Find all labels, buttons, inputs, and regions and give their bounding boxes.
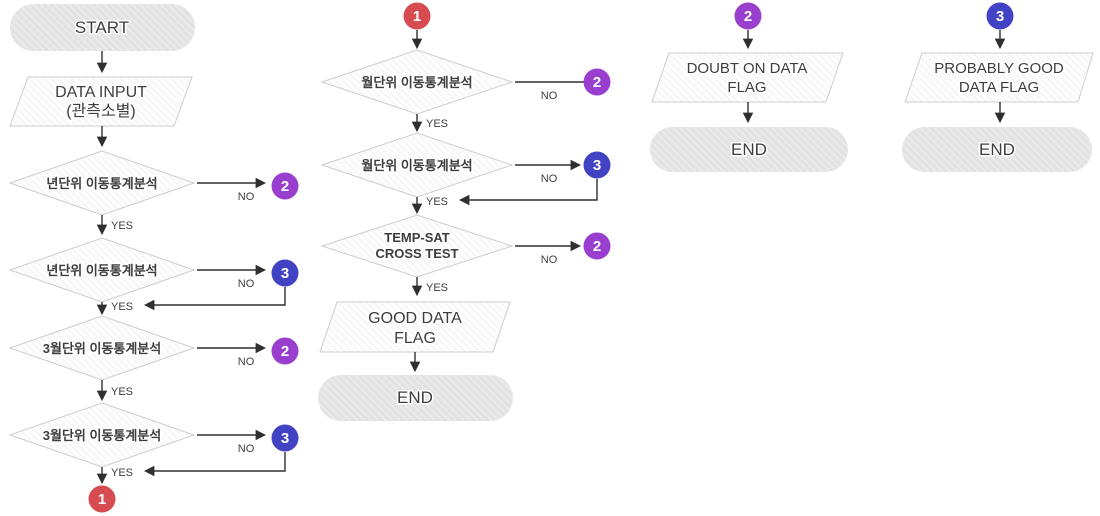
good-data-flag-io <box>319 301 511 353</box>
decision-yearly-2 <box>8 237 196 303</box>
no-label: NO <box>238 356 255 368</box>
end-terminator <box>318 375 513 421</box>
connector-3-number: 3 <box>996 8 1004 25</box>
no-label: NO <box>541 90 558 102</box>
return-arrow-3 <box>458 179 598 206</box>
doubt-flag-line1: DOUBT ON DATA <box>687 60 808 77</box>
connector-3-number: 3 <box>593 157 601 174</box>
probably-good-flag-line1: PROBABLY GOOD <box>934 60 1064 77</box>
decision-3month-2-label: 3월단위 이동통계분석 <box>43 428 161 443</box>
decision-cross-test <box>320 214 514 278</box>
start-terminator <box>10 4 195 51</box>
no-label: NO <box>238 191 255 203</box>
data-input-line2: (관측소별) <box>66 102 136 120</box>
decision-3month-2 <box>8 402 196 468</box>
start-label: START <box>75 18 129 37</box>
connector-2-hatch <box>271 172 299 200</box>
connector-1-number: 1 <box>98 491 106 508</box>
decision-monthly-1-label: 월단위 이동통계분석 <box>361 75 472 90</box>
decision-3month-1-label: 3월단위 이동통계분석 <box>43 341 161 356</box>
end-terminator <box>902 127 1092 172</box>
yes-label: YES <box>111 467 133 479</box>
good-data-flag-line1: GOOD DATA <box>368 310 462 327</box>
decision-monthly-2-label: 월단위 이동통계분석 <box>361 158 472 173</box>
end-terminator <box>650 127 848 172</box>
connector-1-hatch <box>88 485 116 513</box>
return-arrow-1 <box>143 287 286 311</box>
column-main-flow: START DATA INPUT (관측소별) 년단위 이동통계분석 NO 2 … <box>8 4 299 513</box>
yes-label: YES <box>111 220 133 232</box>
doubt-flag-io <box>651 52 844 103</box>
connector-2-number: 2 <box>593 238 601 255</box>
column-continued-flow: 1 월단위 이동통계분석 NO 2 YES 월단위 이동통계분석 NO 3 YE… <box>318 2 611 421</box>
connector-2-number: 2 <box>744 8 752 25</box>
connector-3-number: 3 <box>281 430 289 447</box>
connector-3-hatch <box>271 424 299 452</box>
end-label: END <box>979 140 1015 159</box>
yes-label: YES <box>426 196 448 208</box>
good-data-flag-line2: FLAG <box>394 330 436 347</box>
connector-2-hatch <box>583 232 611 260</box>
decision-3month-1 <box>8 315 196 381</box>
connector-1-number: 1 <box>413 8 421 25</box>
data-input-io <box>9 76 193 127</box>
yes-label: YES <box>111 301 133 313</box>
no-label: NO <box>541 173 558 185</box>
connector-3-hatch <box>583 151 611 179</box>
connector-3-hatch <box>986 2 1014 30</box>
connector-2-number: 2 <box>281 343 289 360</box>
probably-good-flag-io <box>904 52 1094 103</box>
probably-good-flag-line2: DATA FLAG <box>959 79 1039 96</box>
decision-monthly-2 <box>320 132 514 198</box>
no-label: NO <box>238 443 255 455</box>
yes-label: YES <box>426 282 448 294</box>
column-probably-good-flag: 3 PROBABLY GOOD DATA FLAG END <box>902 2 1094 172</box>
decision-yearly-2-label: 년단위 이동통계분석 <box>46 263 157 278</box>
connector-2-hatch <box>734 2 762 30</box>
connector-2-number: 2 <box>593 74 601 91</box>
decision-yearly-1 <box>8 150 196 216</box>
end-label: END <box>731 140 767 159</box>
column-doubt-flag: 2 DOUBT ON DATA FLAG END <box>650 2 848 172</box>
connector-1-hatch <box>403 2 431 30</box>
cross-test-line2: CROSS TEST <box>375 246 458 261</box>
connector-3-hatch <box>271 259 299 287</box>
cross-test-line1: TEMP-SAT <box>384 230 450 245</box>
connector-2-number: 2 <box>281 178 289 195</box>
data-input-line1: DATA INPUT <box>55 84 147 101</box>
connector-3-number: 3 <box>281 265 289 282</box>
decision-monthly-1 <box>320 49 514 115</box>
yes-label: YES <box>426 118 448 130</box>
end-label: END <box>397 388 433 407</box>
no-label: NO <box>541 254 558 266</box>
connector-2-hatch <box>583 68 611 96</box>
doubt-flag-line2: FLAG <box>727 79 766 96</box>
connector-2-hatch <box>271 337 299 365</box>
no-label: NO <box>238 278 255 290</box>
decision-yearly-1-label: 년단위 이동통계분석 <box>46 176 157 191</box>
yes-label: YES <box>111 386 133 398</box>
return-arrow-2 <box>143 452 286 477</box>
